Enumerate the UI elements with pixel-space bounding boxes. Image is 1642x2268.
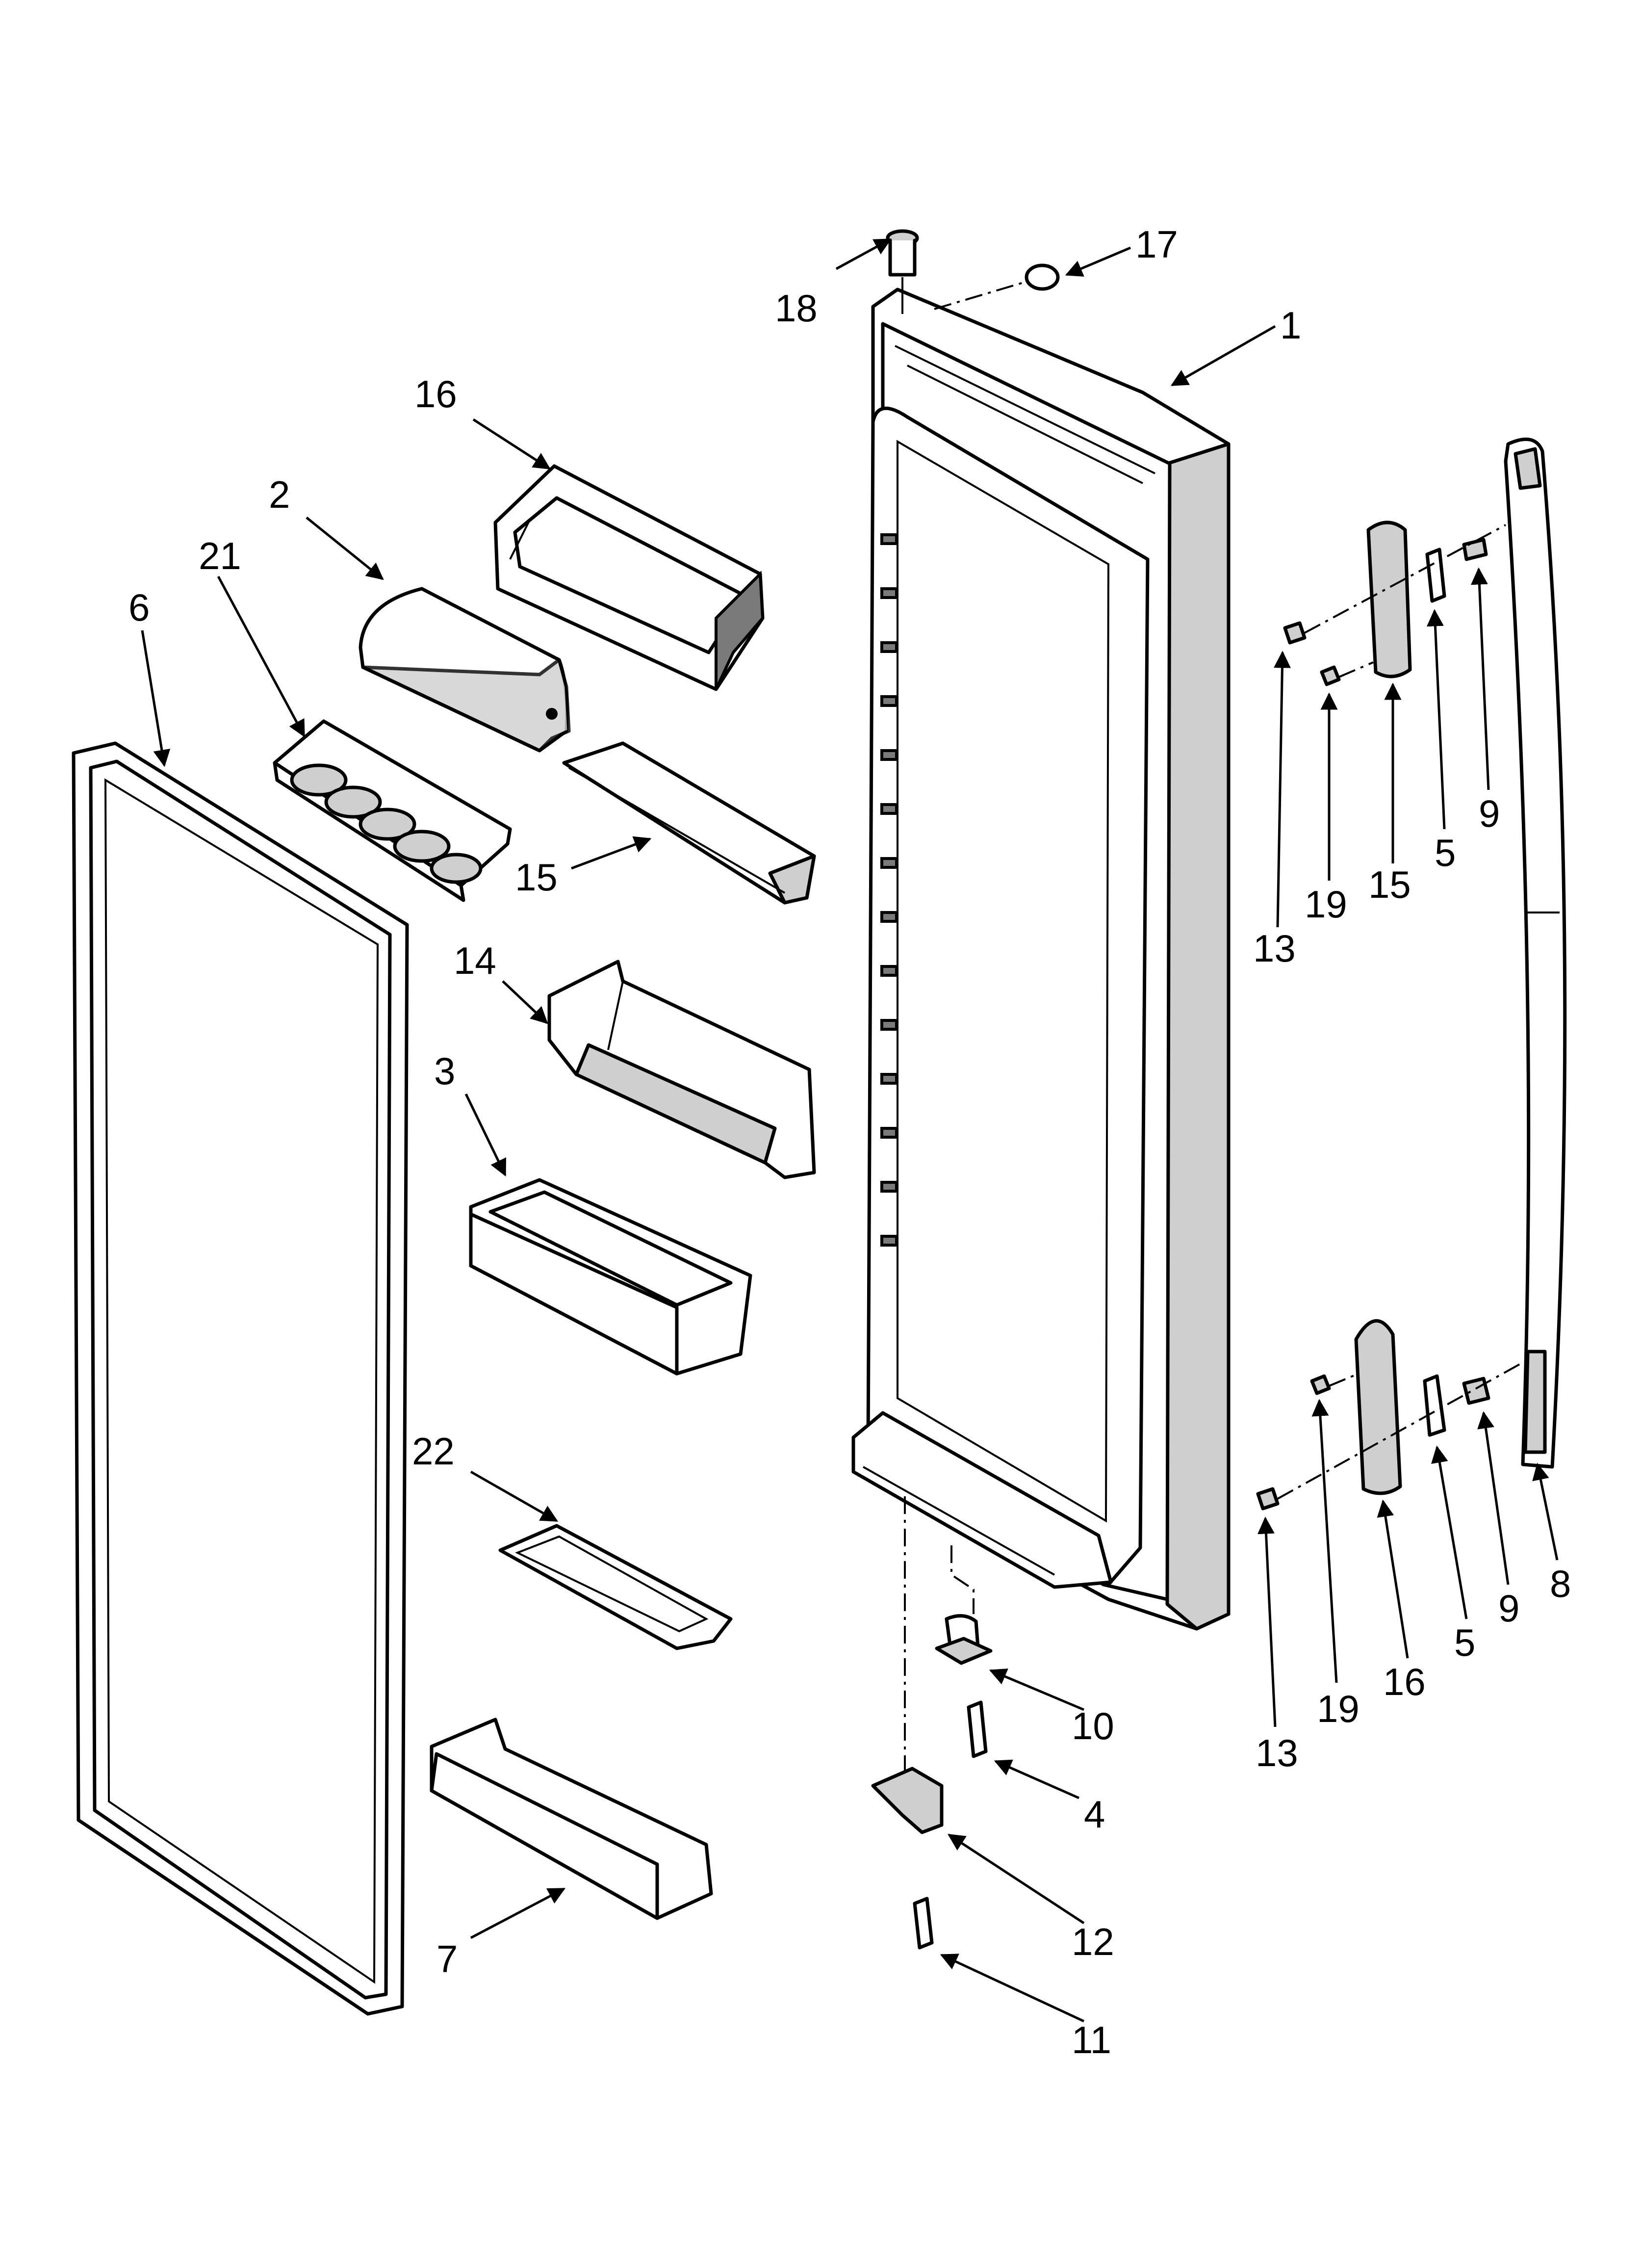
callout-12: 12 bbox=[1072, 1920, 1114, 1963]
callout-18: 15 bbox=[515, 856, 558, 899]
callout-19-lower: 19 bbox=[1317, 1687, 1360, 1730]
part-6-door-gasket bbox=[72, 741, 409, 2016]
callout-6: 6 bbox=[128, 586, 150, 629]
callout-19-upper: 19 bbox=[1305, 883, 1347, 926]
callout-9-upper: 9 bbox=[1479, 792, 1500, 835]
leader-lines bbox=[141, 238, 1559, 2023]
callout-14: 18 bbox=[775, 287, 818, 330]
callout-9-lower: 9 bbox=[1498, 1587, 1519, 1630]
callout-16: 16 bbox=[414, 372, 457, 416]
part-7-lower-bin bbox=[430, 1718, 713, 1920]
callout-1: 1 bbox=[1280, 304, 1301, 347]
part-21-egg-tray bbox=[273, 719, 512, 902]
callout-21: 21 bbox=[199, 534, 241, 577]
callout-5-lower: 5 bbox=[1454, 1621, 1475, 1664]
part-3-door-bin bbox=[469, 1178, 752, 1376]
callout-8: 8 bbox=[1550, 1562, 1571, 1605]
callout-labels: 18 17 1 16 2 21 6 15 14 3 22 7 10 4 12 1… bbox=[128, 223, 1571, 2061]
callout-13-upper: 13 bbox=[1253, 927, 1296, 970]
part-16-dairy-bin bbox=[493, 464, 765, 691]
part-14-hinge-pin bbox=[886, 229, 919, 314]
callout-17: 14 bbox=[454, 939, 496, 982]
callout-10: 10 bbox=[1072, 1704, 1114, 1747]
callout-4: 4 bbox=[1084, 1793, 1105, 1836]
callout-22: 22 bbox=[412, 1430, 455, 1473]
callout-15-upper: 15 bbox=[1368, 863, 1411, 906]
callout-2: 2 bbox=[269, 473, 290, 516]
callout-13-lower: 13 bbox=[1256, 1731, 1298, 1774]
lower-handle-hardware bbox=[1256, 1319, 1521, 1511]
part-18-bin-cover bbox=[562, 741, 816, 905]
upper-handle-hardware bbox=[1283, 521, 1506, 686]
callout-5-upper: 5 bbox=[1435, 831, 1456, 874]
part-8-door-handle bbox=[1504, 437, 1567, 1469]
part-17-door-bin bbox=[547, 960, 816, 1179]
callout-3: 3 bbox=[434, 1049, 455, 1093]
part-22-shelf bbox=[498, 1524, 733, 1650]
callout-7: 7 bbox=[436, 1937, 458, 1981]
callout-20: 17 bbox=[1135, 223, 1178, 266]
part-2-dairy-door bbox=[359, 587, 571, 753]
door-shelf-notches bbox=[880, 533, 898, 1247]
callout-15-lower: 16 bbox=[1383, 1660, 1426, 1703]
part-1-door-assembly bbox=[851, 287, 1231, 1631]
lower-hinge-parts bbox=[871, 1496, 993, 1950]
part-20-plug bbox=[934, 263, 1060, 310]
callout-11: 11 bbox=[1072, 2018, 1111, 2061]
